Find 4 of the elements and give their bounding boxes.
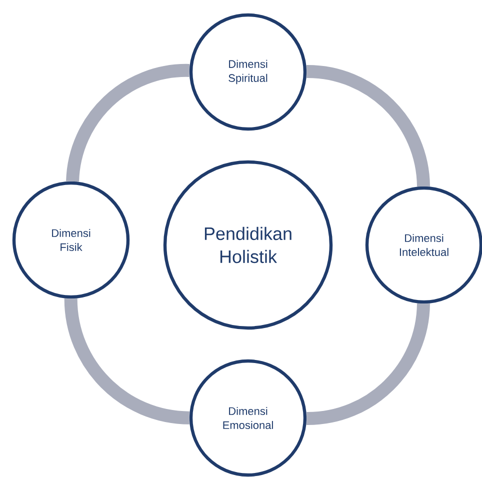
- ring-arc: [66, 64, 190, 182]
- ring-arc: [306, 65, 430, 187]
- ring-arc: [306, 303, 430, 425]
- ring-arc: [64, 298, 190, 424]
